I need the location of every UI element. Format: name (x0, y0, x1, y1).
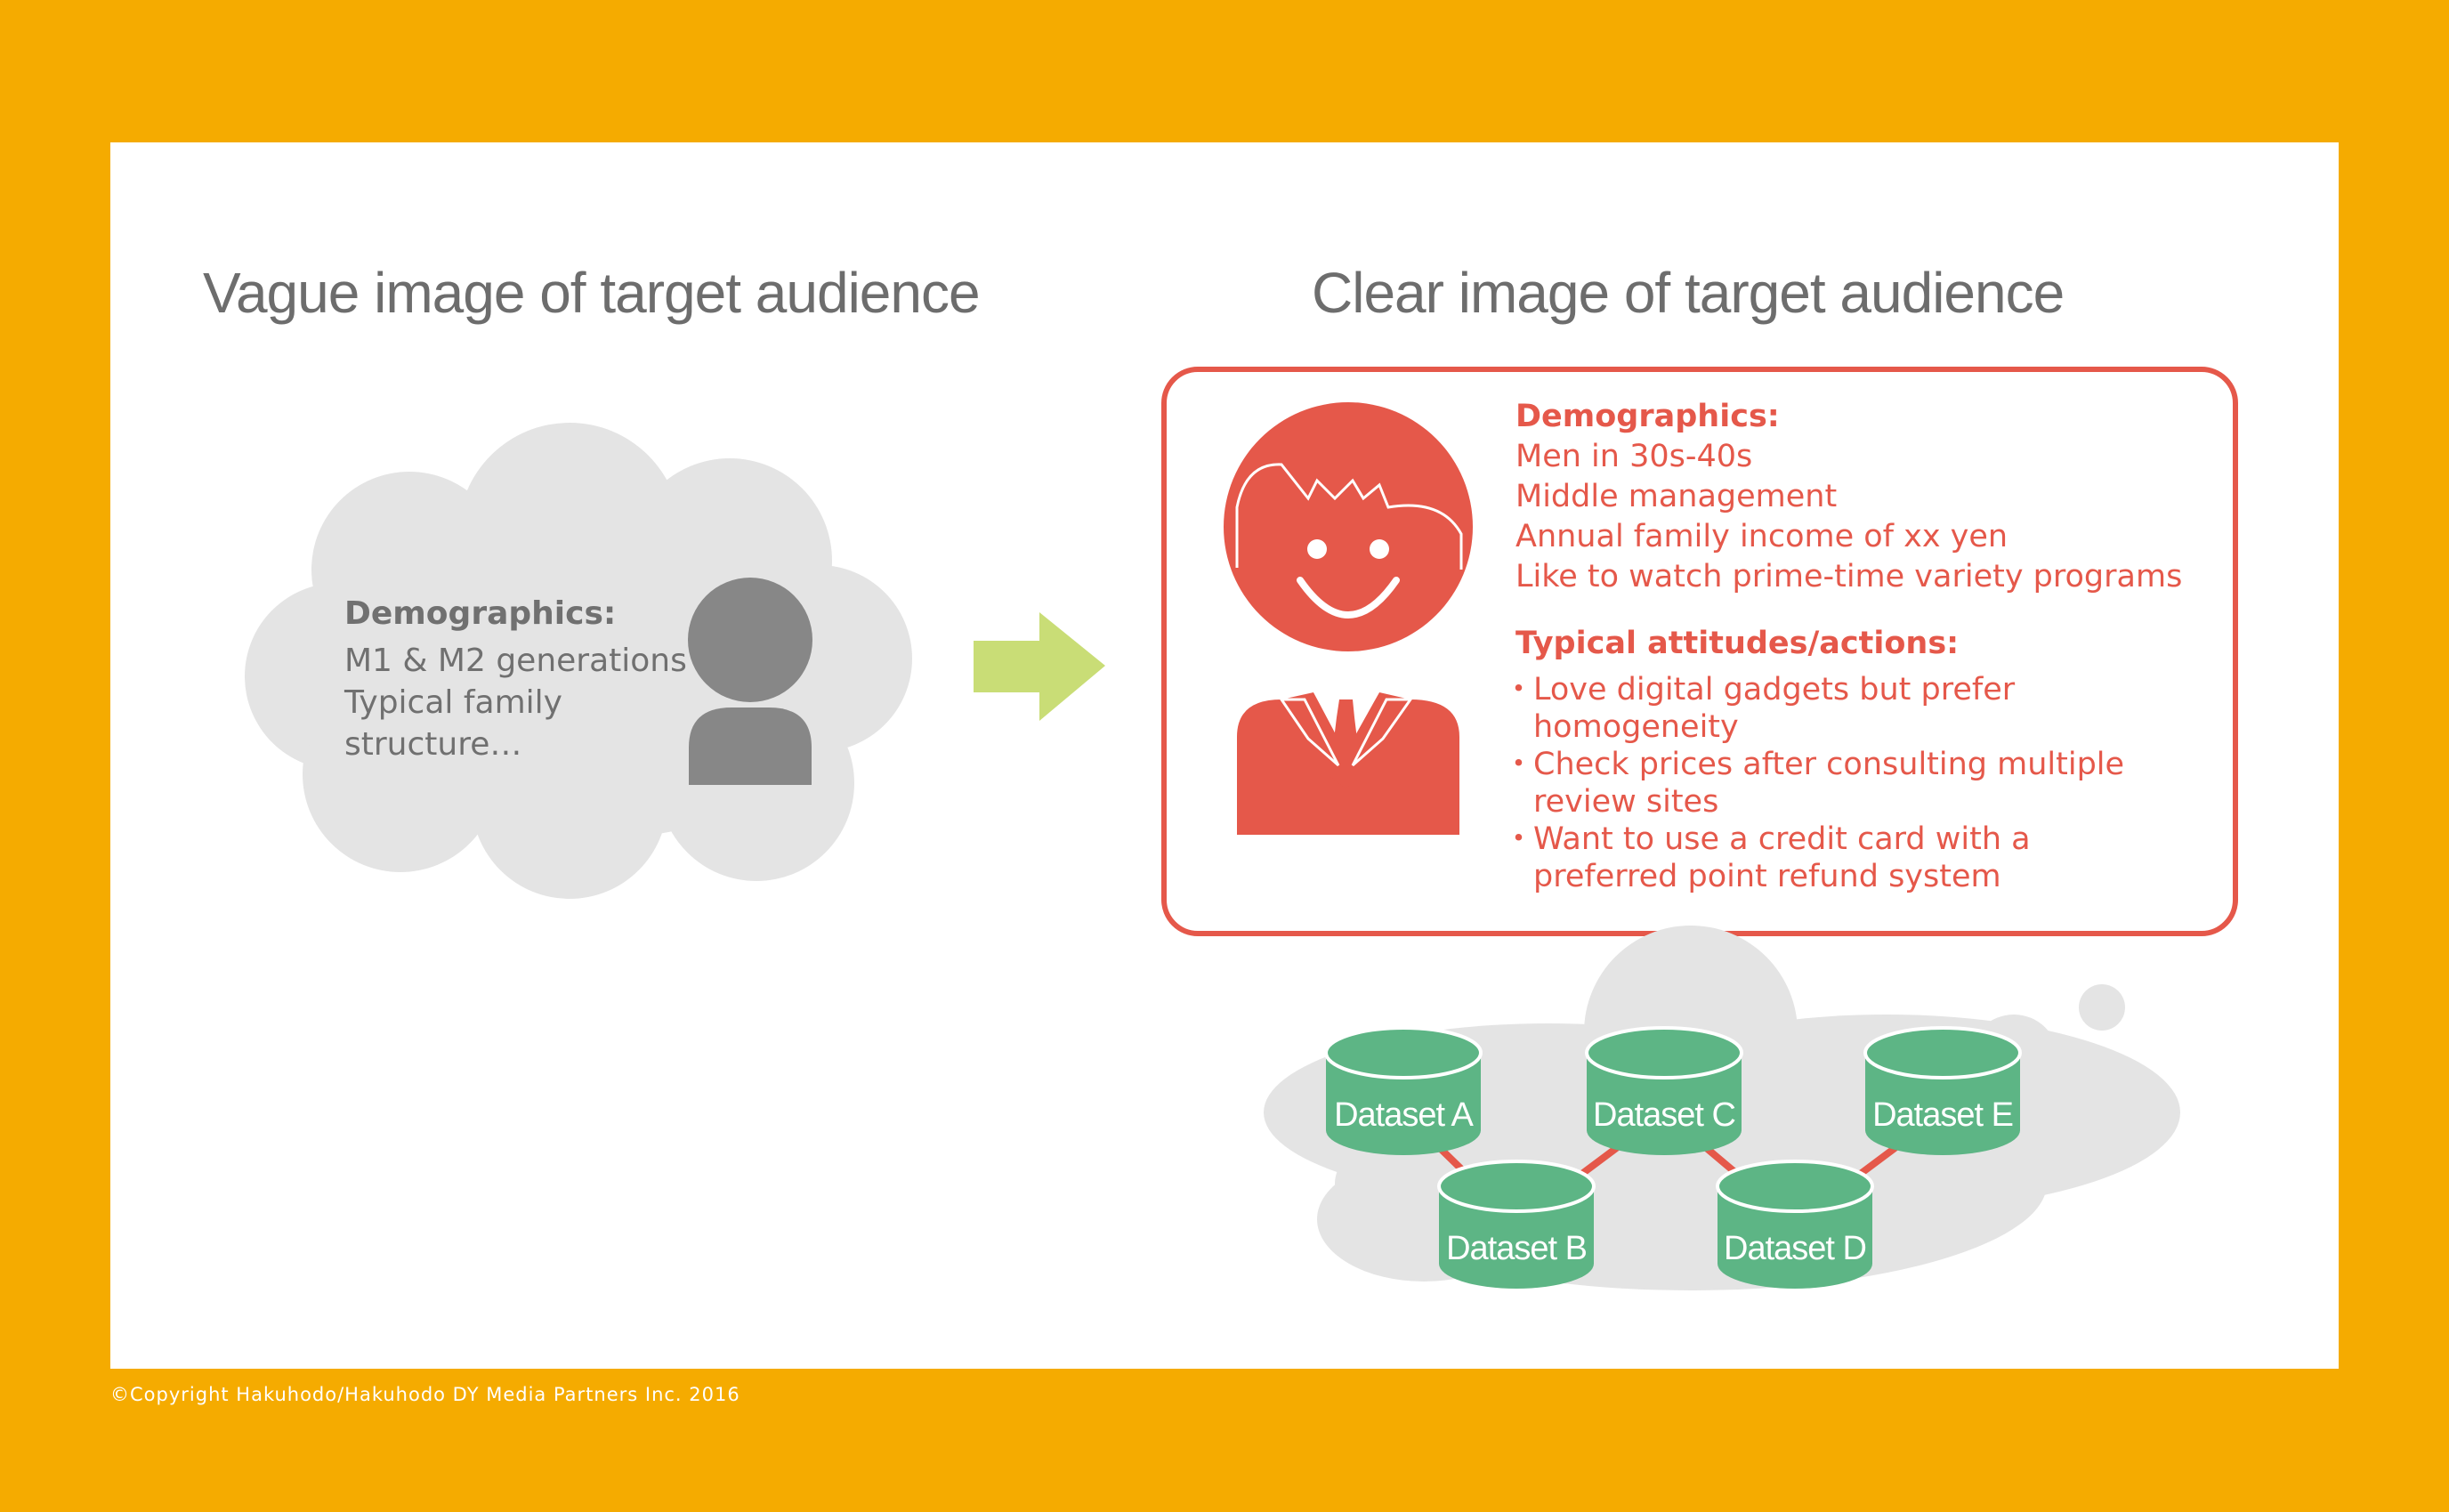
dataset-d: Dataset D (1716, 1160, 1874, 1289)
businessman-icon (1224, 402, 1473, 835)
attitudes-label: Typical attitudes/actions: (1515, 626, 1960, 661)
attitude-line: preferred point refund system (1533, 859, 2001, 894)
vague-line: M1 & M2 generations (344, 643, 687, 679)
clear-heading: Clear image of target audience (1312, 261, 2065, 325)
demographic-item: Annual family income of xx yen (1515, 519, 2009, 554)
dataset-e-label: Dataset E (1872, 1096, 2013, 1134)
attitude-line: Check prices after consulting multiple (1533, 747, 2125, 782)
attitude-line: review sites (1533, 784, 1719, 820)
gray-person-icon (688, 578, 812, 785)
clear-profile-text: Demographics: Men in 30s-40s Middle mana… (1503, 397, 2245, 895)
clear-demographics-label: Demographics: (1515, 399, 1780, 434)
dataset-c-label: Dataset C (1593, 1096, 1735, 1134)
dataset-c: Dataset C (1585, 1026, 1743, 1155)
attitude-item: Check prices after consulting multiple r… (1503, 746, 2245, 821)
demographic-item: Middle management (1515, 479, 1838, 514)
attitude-line: Want to use a credit card with a (1533, 821, 2031, 857)
dataset-a-label: Dataset A (1334, 1096, 1474, 1134)
demographic-item: Men in 30s-40s (1515, 439, 1753, 474)
attitudes-list: Love digital gadgets but prefer homogene… (1503, 671, 2245, 895)
dataset-d-label: Dataset D (1724, 1230, 1866, 1267)
attitude-line: homogeneity (1533, 709, 1739, 745)
dataset-e: Dataset E (1863, 1026, 2022, 1155)
dataset-b: Dataset B (1437, 1160, 1596, 1289)
dataset-b-label: Dataset B (1446, 1230, 1587, 1267)
attitude-line: Love digital gadgets but prefer (1533, 672, 2016, 707)
vague-line: structure… (344, 726, 522, 763)
vague-demographics-label: Demographics: (344, 595, 617, 632)
arrow-right-icon (974, 612, 1105, 721)
attitude-item: Want to use a credit card with a preferr… (1503, 821, 2245, 895)
demographic-item: Like to watch prime-time variety program… (1515, 559, 2183, 594)
copyright-notice: ©Copyright Hakuhodo/Hakuhodo DY Media Pa… (110, 1384, 740, 1405)
dataset-a: Dataset A (1324, 1026, 1483, 1155)
vague-line: Typical family (344, 684, 562, 721)
attitude-item: Love digital gadgets but prefer homogene… (1503, 671, 2245, 746)
vague-demographics: Demographics: M1 & M2 generations Typica… (344, 593, 700, 765)
vague-heading: Vague image of target audience (203, 261, 981, 325)
